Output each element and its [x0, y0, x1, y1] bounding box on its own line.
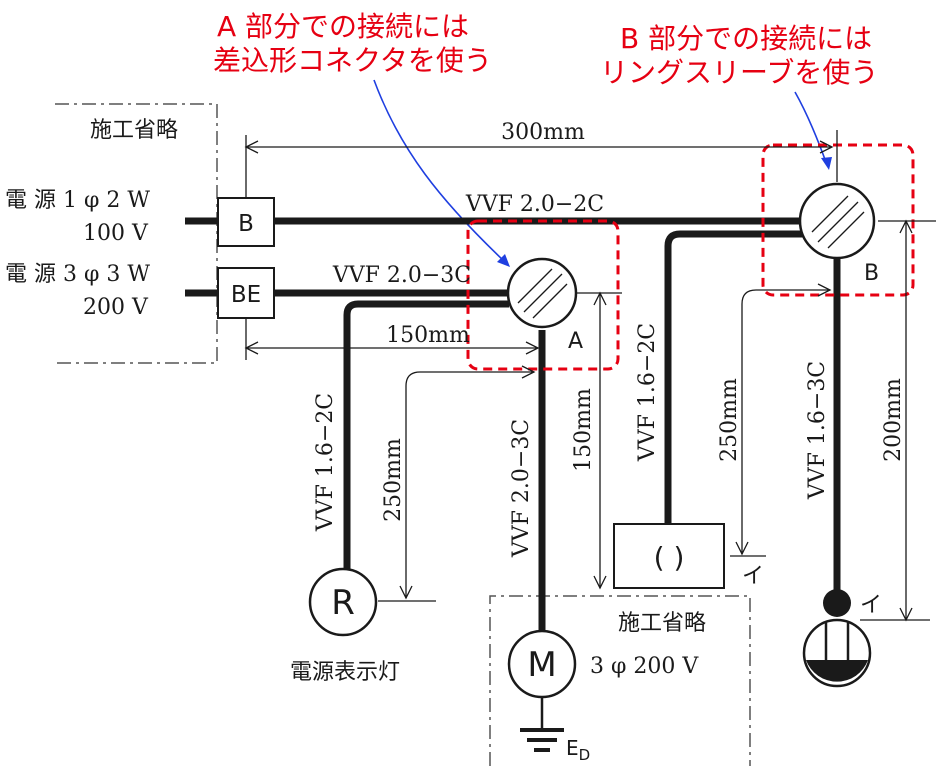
cable-label-lamp: VVF 1.6−3C — [805, 361, 830, 500]
ground-label-sub: D — [579, 746, 591, 764]
annotation-a-arrowhead — [497, 254, 510, 267]
pendant-node — [823, 589, 851, 617]
cable-label-outlet: VVF 1.6−2C — [635, 323, 660, 462]
annotation-a-arrow — [373, 79, 506, 263]
dim-150h-label: 150mm — [386, 323, 470, 348]
dim-250-right-line — [741, 289, 830, 554]
breaker-box-be-label: BE — [231, 282, 261, 308]
source2-line1: 電 源 3 φ 3 W — [5, 262, 150, 287]
cable-label-main-top: VVF 2.0−2C — [465, 192, 604, 217]
cable-label-pilot: VVF 1.6−2C — [313, 393, 338, 532]
cable-label-motor: VVF 2.0−3C — [509, 419, 534, 558]
lamp-i: イ — [860, 593, 882, 618]
breaker-box-b — [217, 197, 275, 247]
omitted-label-bottom: 施工省略 — [618, 611, 706, 636]
dim-250-left-arrow-top — [521, 365, 536, 379]
dim-150v-label: 150mm — [571, 388, 596, 472]
breaker-box-b-label: B — [238, 211, 254, 237]
junction-b-label: B — [864, 261, 879, 286]
highlight-a — [466, 219, 620, 371]
annotation-b-line1: B 部分での接続には — [620, 22, 872, 55]
junction-b — [798, 182, 876, 260]
motor-symbol: M — [527, 645, 556, 685]
source1-line1: 電 源 1 φ 2 W — [5, 188, 150, 213]
outlet-switch-symbol: ( ) — [654, 541, 685, 574]
dim-300-label: 300mm — [501, 120, 585, 145]
wire-b-to-outlet — [664, 230, 805, 526]
annotation-a-line2: 差込形コネクタを使う — [213, 44, 492, 77]
dim-200-label: 200mm — [881, 378, 906, 462]
dim-250-right-arrow-bottom — [735, 541, 749, 556]
source1-line2: 100 V — [83, 221, 149, 246]
cable-label-main-be: VVF 2.0−3C — [332, 263, 471, 288]
source2-line2: 200 V — [83, 295, 149, 320]
junction-a — [506, 257, 578, 329]
ground-label: ED — [566, 736, 590, 764]
motor-rating: 3 φ 200 V — [590, 654, 699, 679]
highlight-b — [761, 143, 915, 297]
annotation-b-arrow — [794, 91, 828, 166]
annotation-b-line2: リングスリーブを使う — [600, 56, 878, 89]
omitted-region-bottom — [489, 595, 751, 766]
lamp-icon — [802, 618, 872, 688]
dim-250-right-arrow-top — [817, 283, 832, 297]
wire-a-to-pilot-lamp — [343, 300, 509, 572]
dim-150v-arrow-bottom — [593, 575, 607, 590]
annotation-b-arrowhead — [821, 157, 832, 170]
junction-a-label: A — [568, 329, 583, 354]
breaker-box-be — [217, 267, 275, 319]
pilot-lamp — [308, 567, 378, 637]
omitted-label-top: 施工省略 — [90, 118, 178, 143]
ground-icon — [520, 697, 564, 752]
pilot-lamp-symbol: R — [331, 583, 355, 623]
dim-250-left-arrow-bottom — [399, 585, 413, 600]
pilot-lamp-caption: 電源表示灯 — [290, 660, 400, 685]
outlet-switch-i: イ — [742, 564, 764, 589]
dim-250-left-label: 250mm — [381, 438, 406, 522]
annotation-a-line1: A 部分での接続には — [217, 10, 469, 43]
outlet-switch-box — [613, 523, 725, 589]
dim-250-left-line — [405, 371, 534, 598]
dim-250-right-label: 250mm — [717, 378, 742, 462]
dim-150h-arrow-right — [525, 341, 540, 355]
dim-300-arrow-right — [819, 140, 834, 154]
